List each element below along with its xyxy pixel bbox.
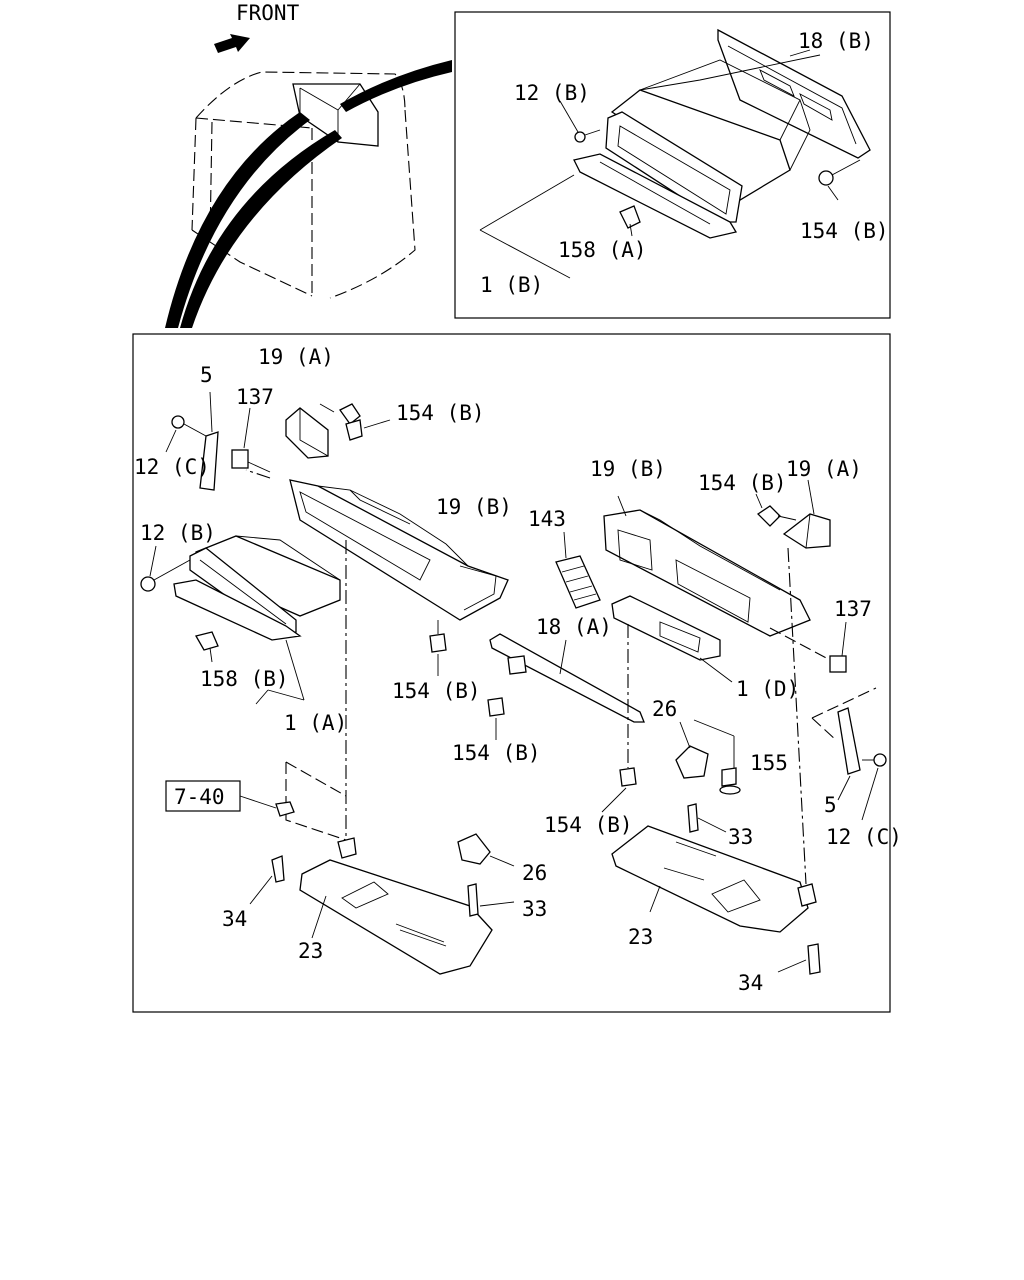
right-console-assembly — [489, 479, 887, 975]
label-inset-154B: 154 (B) — [800, 219, 889, 243]
label-158B: 158 (B) — [200, 667, 289, 691]
label-1D: 1 (D) — [736, 677, 799, 701]
label-23-right: 23 — [628, 925, 653, 949]
reference-box-label: 7-40 — [174, 785, 225, 809]
left-console-assembly — [140, 391, 515, 975]
label-1A: 1 (A) — [284, 711, 347, 735]
label-154B-mid: 154 (B) — [392, 679, 481, 703]
label-19A-right: 19 (A) — [786, 457, 862, 481]
label-inset-158A: 158 (A) — [558, 238, 647, 262]
label-5-right: 5 — [824, 793, 837, 817]
label-19B-left: 19 (B) — [436, 495, 512, 519]
label-154B-top-right: 154 (B) — [698, 471, 787, 495]
label-34-left: 34 — [222, 907, 247, 931]
label-5-left: 5 — [200, 363, 213, 387]
front-label: FRONT — [236, 1, 300, 25]
label-inset-1B: 1 (B) — [480, 273, 543, 297]
label-154B-top-left: 154 (B) — [396, 401, 485, 425]
label-143: 143 — [528, 507, 566, 531]
label-33-left: 33 — [522, 897, 547, 921]
inset-glovebox-assembly — [479, 28, 871, 279]
main-detail-box — [132, 333, 891, 1013]
inset-detail-box — [454, 11, 891, 319]
label-19B-right: 19 (B) — [590, 457, 666, 481]
label-26-left: 26 — [522, 861, 547, 885]
label-154B-low-right: 154 (B) — [544, 813, 633, 837]
label-12C-right: 12 (C) — [826, 825, 902, 849]
label-inset-18B: 18 (B) — [798, 29, 874, 53]
label-23-left: 23 — [298, 939, 323, 963]
callout-curve-arrows — [165, 60, 452, 328]
label-12C-left: 12 (C) — [134, 455, 210, 479]
label-18A: 18 (A) — [536, 615, 612, 639]
cab-outline — [191, 71, 416, 299]
label-inset-12B: 12 (B) — [514, 81, 590, 105]
label-154B-low-left: 154 (B) — [452, 741, 541, 765]
label-137-right: 137 — [834, 597, 872, 621]
label-155: 155 — [750, 751, 788, 775]
label-137-left: 137 — [236, 385, 274, 409]
label-12B-left: 12 (B) — [140, 521, 216, 545]
label-33-right: 33 — [728, 825, 753, 849]
label-26-right: 26 — [652, 697, 677, 721]
label-19A-left: 19 (A) — [258, 345, 334, 369]
front-arrow-icon — [214, 34, 250, 53]
label-34-right: 34 — [738, 971, 763, 995]
